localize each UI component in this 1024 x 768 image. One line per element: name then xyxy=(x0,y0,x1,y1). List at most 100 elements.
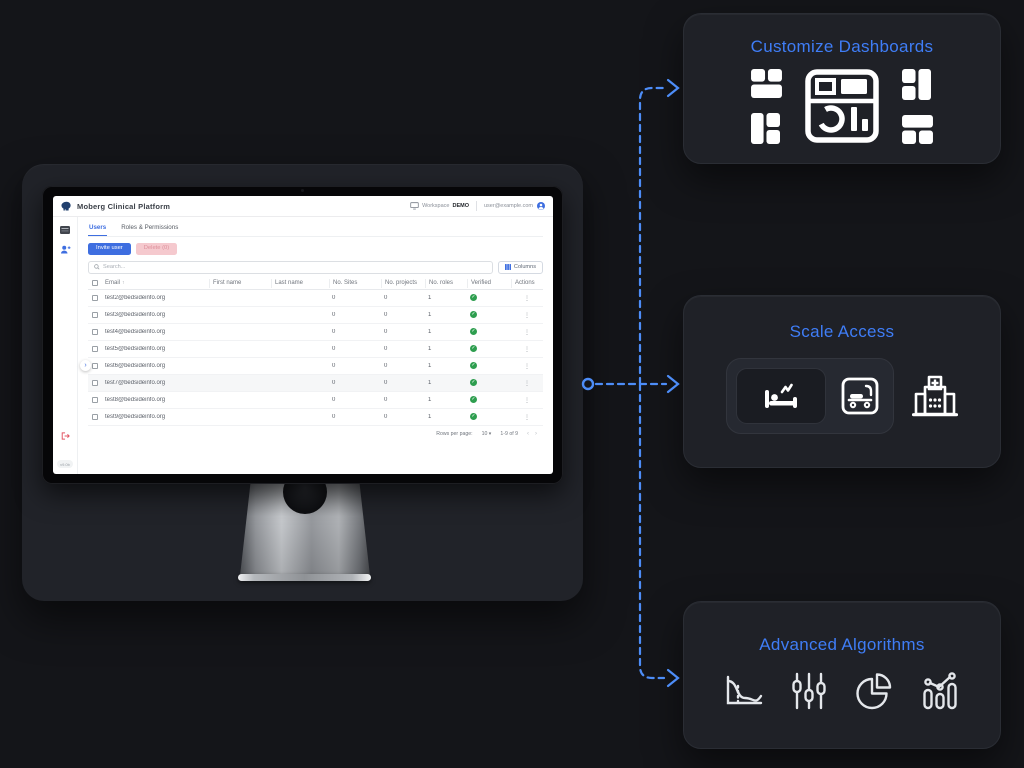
moberg-logo-icon xyxy=(61,201,72,212)
rows-per-page-label: Rows per page: xyxy=(436,430,473,437)
row-projects: 0 xyxy=(384,328,388,335)
arrowhead-middle-icon xyxy=(666,374,680,394)
row-roles: 1 xyxy=(428,311,432,318)
user-management-icon[interactable] xyxy=(60,245,71,254)
row-sites: 0 xyxy=(332,396,336,403)
table-row[interactable]: test6@bedsideinfo.org 0 0 1 ✓ ⋮ xyxy=(88,358,543,375)
table-row[interactable]: test9@bedsideinfo.org 0 0 1 ✓ ⋮ xyxy=(88,409,543,426)
row-actions-menu[interactable]: ⋮ xyxy=(523,294,531,302)
row-sites: 0 xyxy=(332,345,336,352)
row-sites: 0 xyxy=(332,311,336,318)
row-checkbox[interactable] xyxy=(92,379,98,386)
workspace-value[interactable]: DEMO xyxy=(452,203,470,209)
row-projects: 0 xyxy=(384,379,388,386)
curve-chart-icon xyxy=(722,672,764,710)
chevron-right-icon: › xyxy=(84,362,87,369)
workspace-icon xyxy=(410,202,419,210)
header-no-sites[interactable]: No. Sites xyxy=(329,278,381,288)
rows-per-page-select[interactable]: 10 ▾ xyxy=(481,430,492,437)
app-sidebar: v9.0b xyxy=(53,217,78,474)
columns-button[interactable]: Columns xyxy=(497,260,543,274)
tab-roles-permissions[interactable]: Roles & Permissions xyxy=(121,224,179,231)
verified-check-icon: ✓ xyxy=(470,345,477,353)
card-title: Advanced Algorithms xyxy=(759,635,925,654)
table-row-highlighted[interactable]: test7@bedsideinfo.org 0 0 1 ✓ ⋮ xyxy=(88,374,543,392)
row-email: test2@bedsideinfo.org xyxy=(105,294,166,301)
header-no-roles[interactable]: No. roles xyxy=(425,278,467,288)
app-header: Moberg Clinical Platform Workspace DEMO … xyxy=(53,196,553,217)
row-checkbox[interactable] xyxy=(92,396,98,403)
row-sites: 0 xyxy=(332,413,336,420)
layout-bottom-split-icon xyxy=(902,114,933,144)
table-row[interactable]: test5@bedsideinfo.org 0 0 1 ✓ ⋮ xyxy=(88,341,543,358)
row-actions-menu[interactable]: ⋮ xyxy=(523,379,531,387)
columns-icon xyxy=(504,264,511,271)
row-actions-menu[interactable]: ⋮ xyxy=(523,311,531,319)
layout-left-split-icon xyxy=(751,112,782,144)
invite-user-button[interactable]: Invite user xyxy=(88,243,131,255)
row-checkbox[interactable] xyxy=(92,345,98,352)
arrowhead-top-icon xyxy=(666,78,680,98)
caret-down-icon: ▾ xyxy=(488,430,492,437)
row-actions-menu[interactable]: ⋮ xyxy=(523,396,531,404)
row-checkbox[interactable] xyxy=(92,311,98,318)
card-advanced-algorithms: Advanced Algorithms xyxy=(683,601,1001,749)
delete-button[interactable]: Delete (0) xyxy=(135,243,178,255)
table-row[interactable]: test3@bedsideinfo.org 0 0 1 ✓ ⋮ xyxy=(88,307,543,324)
table-row[interactable]: test8@bedsideinfo.org 0 0 1 ✓ ⋮ xyxy=(88,392,543,409)
prev-page-button[interactable]: ‹ xyxy=(527,430,535,437)
table-footer: Rows per page: 10 ▾ 1-9 of 9 ‹› xyxy=(88,426,543,437)
header-last-name[interactable]: Last name xyxy=(271,278,329,288)
header-email[interactable]: Email↑ xyxy=(105,280,125,287)
row-roles: 1 xyxy=(428,362,432,369)
row-actions-menu[interactable]: ⋮ xyxy=(523,362,531,370)
row-roles: 1 xyxy=(428,379,432,386)
row-sites: 0 xyxy=(332,379,336,386)
layout-right-split-icon xyxy=(902,68,933,100)
hospital-bed-icon xyxy=(841,377,879,415)
row-email: test3@bedsideinfo.org xyxy=(105,311,166,318)
logout-icon[interactable] xyxy=(61,432,70,440)
row-checkbox[interactable] xyxy=(92,294,98,301)
next-page-button[interactable]: › xyxy=(535,430,543,437)
search-input[interactable]: Search... xyxy=(88,260,493,274)
columns-button-label: Columns xyxy=(513,264,536,271)
workspace-label: Workspace xyxy=(422,203,450,209)
row-actions-menu[interactable]: ⋮ xyxy=(523,413,531,421)
header-no-projects[interactable]: No. projects xyxy=(381,278,425,288)
row-sites: 0 xyxy=(332,294,336,301)
sliders-icon xyxy=(790,672,828,710)
row-checkbox[interactable] xyxy=(92,362,98,369)
user-avatar-icon[interactable] xyxy=(537,202,545,210)
table-row[interactable]: test2@bedsideinfo.org 0 0 1 ✓ ⋮ xyxy=(88,290,543,307)
select-all-checkbox[interactable] xyxy=(92,280,98,287)
version-badge: v9.0b xyxy=(57,460,73,468)
sidebar-expand-button[interactable]: › xyxy=(80,360,91,371)
table-row[interactable]: test4@bedsideinfo.org 0 0 1 ✓ ⋮ xyxy=(88,324,543,341)
row-checkbox[interactable] xyxy=(92,328,98,335)
card-scale-access: Scale Access xyxy=(683,295,1001,468)
connector-line-top xyxy=(638,86,666,386)
access-unit-group xyxy=(726,358,894,434)
row-actions-menu[interactable]: ⋮ xyxy=(523,328,531,336)
header-verified[interactable]: Verified xyxy=(467,278,511,288)
row-projects: 0 xyxy=(384,362,388,369)
dashboard-icon[interactable] xyxy=(60,226,70,234)
row-email: test9@bedsideinfo.org xyxy=(105,413,166,420)
row-roles: 1 xyxy=(428,294,432,301)
pie-chart-icon xyxy=(854,672,894,710)
header-first-name[interactable]: First name xyxy=(209,278,271,288)
row-roles: 1 xyxy=(428,413,432,420)
row-checkbox[interactable] xyxy=(92,413,98,420)
row-email: test6@bedsideinfo.org xyxy=(105,362,166,369)
tab-users[interactable]: Users xyxy=(88,222,108,236)
bed-level-button xyxy=(736,368,826,424)
row-projects: 0 xyxy=(384,396,388,403)
row-email: test5@bedsideinfo.org xyxy=(105,345,166,352)
verified-check-icon: ✓ xyxy=(470,328,477,336)
hospital-building-icon xyxy=(912,374,958,418)
row-email: test8@bedsideinfo.org xyxy=(105,396,166,403)
row-actions-menu[interactable]: ⋮ xyxy=(523,345,531,353)
verified-check-icon: ✓ xyxy=(470,379,477,387)
monitor-camera-dot xyxy=(301,189,304,192)
